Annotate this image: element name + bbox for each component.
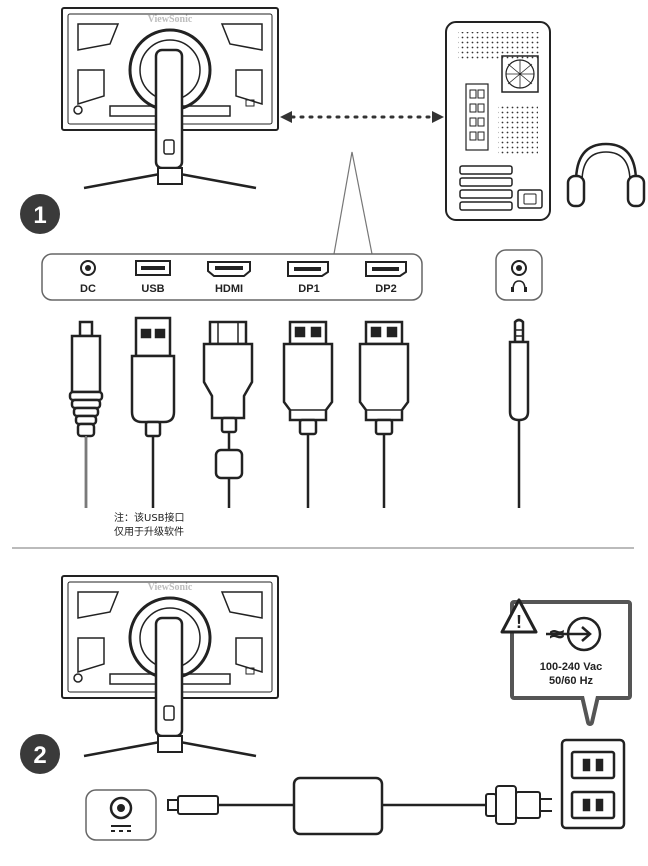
usb-cable-icon [130,316,176,508]
step-number-2: 2 [33,742,46,769]
dp2-cable-icon [358,320,410,508]
usb-port-icon [135,260,171,276]
warning-symbol: ! [516,612,522,632]
usb-note-line2: 仅用于升级软件 [114,525,184,538]
dc-jack-icon [80,260,96,276]
power-adapter-icon [167,776,552,836]
brand-label: ViewSonic [148,14,193,25]
headphone-port-panel [495,249,543,301]
dp1-cable-icon [282,320,334,508]
port-label-dc: DC [80,283,96,295]
usb-note-line1: 注：该USB接口 [114,511,185,524]
headphone-icon [566,142,646,208]
port-label-hdmi: HDMI [215,283,243,295]
step-badge-2: 2 [20,734,60,774]
warning-icon: ! [500,598,538,634]
port-label-dp2: DP2 [375,283,396,295]
hdmi-cable-icon [202,320,254,508]
monitor-rear-2: ViewSonic [61,575,279,758]
dc-input-panel [85,789,157,841]
step-number-1: 1 [33,202,46,229]
port-label-usb: USB [141,283,164,295]
dc-cable-icon [68,320,104,508]
hdmi-port-icon [207,261,251,277]
power-input-icon [546,616,602,652]
step-badge-1: 1 [20,194,60,234]
brand-label: ViewSonic [148,582,193,593]
audio-cable-icon [508,318,530,508]
wall-outlet-icon [560,738,626,830]
callout-lines [333,151,373,255]
power-spec-voltage: 100-240 Vac [540,661,602,673]
displayport-icon [287,261,329,277]
monitor-rear-1: ViewSonic [61,7,279,190]
pc-tower-icon [445,21,551,221]
port-panel: DC USB HDMI DP1 DP2 [41,253,423,301]
power-spec-frequency: 50/60 Hz [549,675,594,687]
displayport-icon [365,261,407,277]
connection-arrow [280,111,444,123]
power-spec-callout: ≈ 100-240 Vac 50/60 Hz [510,600,632,726]
port-label-dp1: DP1 [298,283,319,295]
